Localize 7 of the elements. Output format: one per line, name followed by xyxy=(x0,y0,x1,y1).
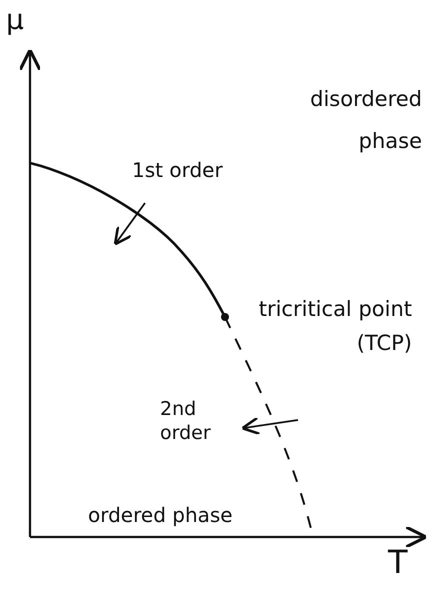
axis-label: T xyxy=(388,542,409,582)
curve-label: 1st order xyxy=(132,158,224,183)
curve-label: 2nd order xyxy=(160,398,212,446)
point-label: tricritical point (TCP) xyxy=(258,296,412,357)
region-label: disordered phase xyxy=(309,86,422,155)
axis-label: μ xyxy=(6,2,25,37)
region-label: ordered phase xyxy=(88,503,234,528)
